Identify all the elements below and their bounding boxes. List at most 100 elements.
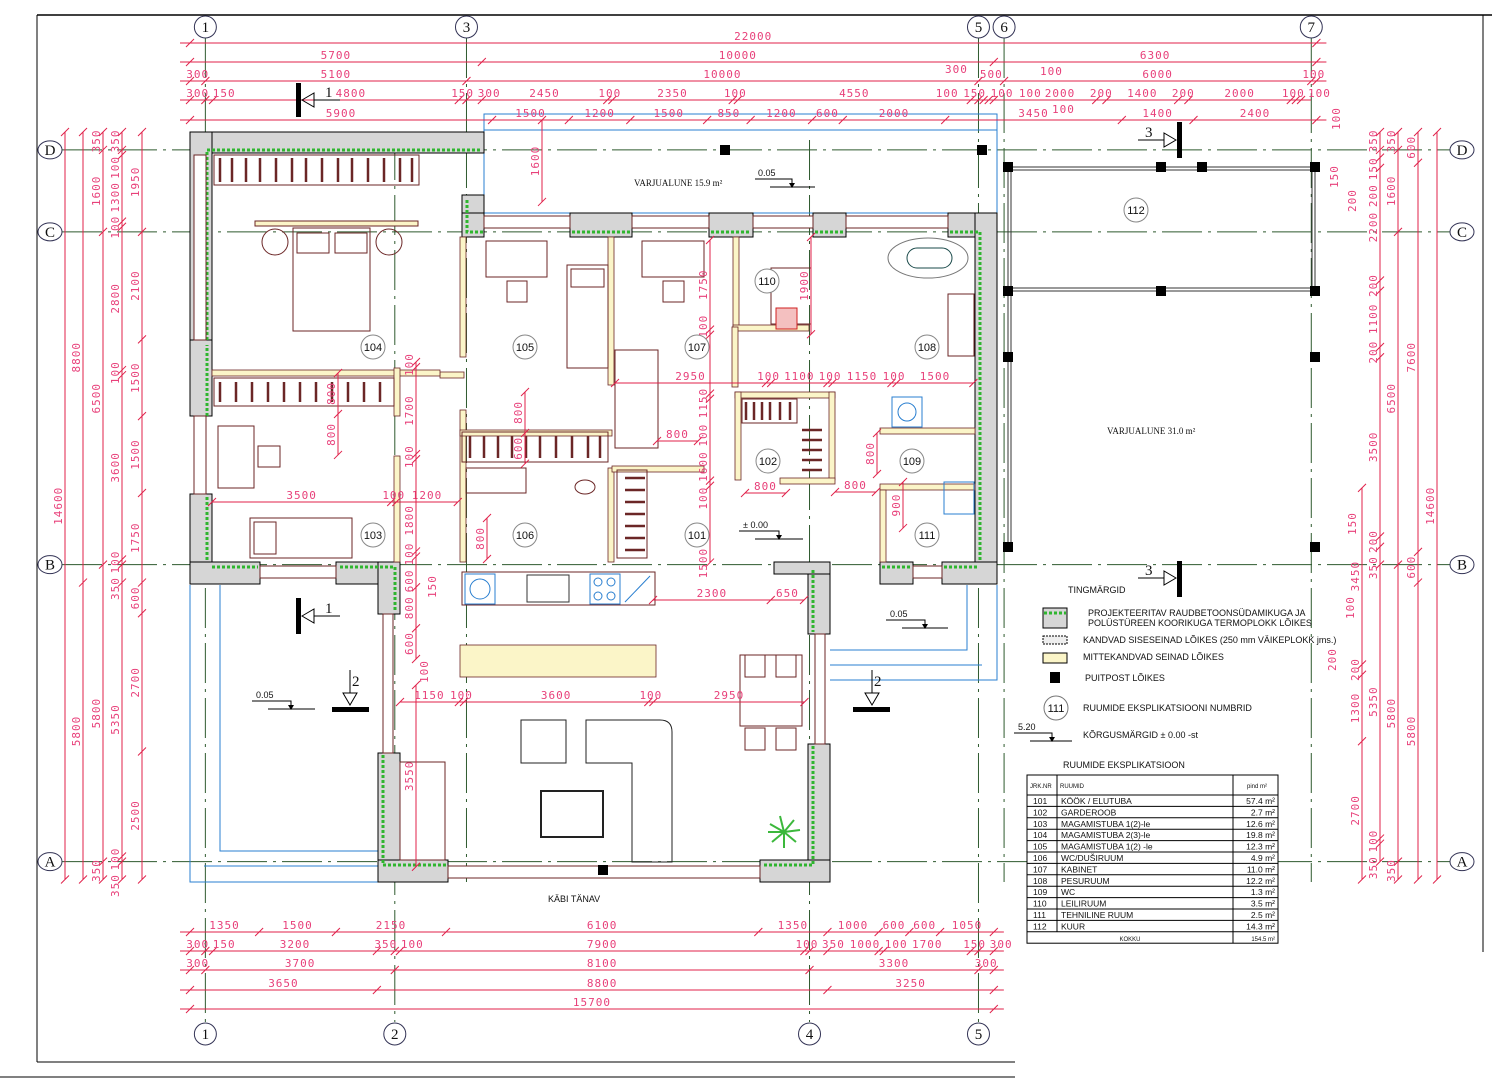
table-title: RUUMIDE EKSPLIKATSIOON	[1063, 760, 1185, 770]
grid-bubble-bottom-2: 2	[383, 1022, 407, 1046]
room-area-cell: 2.5 m²	[1251, 910, 1275, 920]
leader-dimension: 100	[1330, 107, 1343, 130]
leader-dimension: 100	[418, 660, 431, 683]
dimension-value: 5100	[321, 68, 352, 81]
dimension-value: 600	[816, 107, 839, 120]
dimension-value: 1600	[697, 451, 710, 482]
dimension-value: 2350	[657, 87, 688, 100]
dimension-value: 5800	[70, 716, 83, 747]
dimension-value: 350	[109, 577, 122, 600]
exterior-walls	[189, 131, 998, 883]
dimension-value: 350	[90, 859, 103, 882]
dimension-value: 2200	[1367, 212, 1380, 243]
dimension-value: 3250	[895, 977, 926, 990]
room-name-cell: WC	[1061, 887, 1075, 897]
grid-bubble-right-A: A	[1449, 852, 1475, 872]
dimension-value: 800	[403, 596, 416, 619]
dimension-value: 800	[325, 382, 338, 405]
leader-dimension: 100	[1344, 596, 1357, 619]
dimension-value: 2100	[129, 270, 142, 301]
dimension-value: 1600	[529, 146, 542, 177]
dimension-value: 350	[374, 938, 397, 951]
legend-title: TINGMÄRGID	[1068, 585, 1126, 595]
leader-dimension: 150	[1328, 165, 1341, 188]
dimension-value: 1500	[697, 548, 710, 579]
legend-item-label: MITTEKANDVAD SEINAD LÕIKES	[1083, 652, 1224, 662]
grid-label: C	[45, 225, 55, 241]
dimension-value: 350	[109, 130, 122, 153]
wall-insulation-core	[205, 148, 982, 867]
dimension-value: 2400	[1240, 107, 1271, 120]
dimension-value: 7900	[587, 938, 618, 951]
leader-dimension: 100	[1052, 103, 1075, 116]
dimension-value: 150	[213, 938, 236, 951]
dimension-value: 800	[325, 423, 338, 446]
dimension-value: 100	[697, 424, 710, 447]
leader-dimension: 150	[1346, 512, 1359, 535]
dimension-value: 1200	[584, 107, 615, 120]
dimension-value: 2300	[697, 587, 728, 600]
terrace-label-small: VARJUALUNE 15.9 m²	[634, 178, 723, 188]
leader-dimension: 100	[1040, 65, 1063, 78]
dimension-value: 6300	[1140, 49, 1171, 62]
dimension-value: 800	[666, 428, 689, 441]
plant-icon	[768, 815, 801, 848]
grid-bubble-right-B: B	[1449, 555, 1475, 575]
dimension-value: 350	[109, 874, 122, 897]
dimension-value: 350	[1385, 130, 1398, 153]
leader-dimension: 300	[945, 63, 968, 76]
dimension-value: 2950	[714, 689, 745, 702]
room-number: 112	[1127, 205, 1145, 217]
section-number: 3	[1145, 563, 1153, 579]
dimension-value: 8100	[587, 957, 618, 970]
grid-label: 5	[975, 1027, 983, 1043]
dimension-chain: 1900	[798, 232, 816, 339]
dimension-value: 2800	[109, 283, 122, 314]
dimension-value: 2950	[675, 370, 706, 383]
level-value: 0.05	[256, 690, 274, 700]
dimension-value: 800	[474, 527, 487, 550]
dimension-value: 800	[512, 401, 525, 424]
dimension-value: 200	[1172, 87, 1195, 100]
dimension-value: 6500	[90, 383, 103, 414]
terrace-label-large: VARJUALUNE 31.0 m²	[1107, 426, 1196, 436]
room-name-cell: MAGAMISTUBA 2(3)-le	[1061, 830, 1151, 840]
room-area-cell: 12.2 m²	[1246, 876, 1275, 886]
dimension-value: 600	[1405, 136, 1418, 159]
dimension-value: 1500	[129, 363, 142, 394]
dimension-value: 100	[403, 445, 416, 468]
dimension-value: 14600	[52, 487, 65, 525]
room-area-cell: 19.8 m²	[1246, 830, 1275, 840]
room-marker-103: 103	[360, 522, 386, 548]
dimension-value: 600	[403, 569, 416, 592]
level-value: 0.05	[758, 168, 776, 178]
dimension-value: 150	[1367, 157, 1380, 180]
dimension-value: 300	[186, 87, 209, 100]
dimension-value: 100	[598, 87, 621, 100]
room-number-swatch: 111	[1043, 695, 1069, 721]
grid-label: C	[1457, 225, 1467, 241]
dimension-value: 1500	[129, 439, 142, 470]
dimension-value: 100	[450, 689, 473, 702]
dimension-value: 1000	[838, 919, 869, 932]
dimension-chain: 800	[830, 479, 881, 497]
room-area-cell: 12.6 m²	[1246, 819, 1275, 829]
dimension-value: 800	[844, 479, 867, 492]
room-marker-106: 106	[512, 522, 538, 548]
dimension-value: 100	[724, 87, 747, 100]
dimension-value: 5800	[1385, 698, 1398, 729]
section-mark-1-top: 1	[296, 83, 340, 117]
dimension-value: 100	[697, 487, 710, 510]
dimension-value: 1100	[784, 370, 815, 383]
level-value: ± 0.00	[743, 520, 768, 530]
grid-bubble-top-5: 5	[966, 15, 990, 39]
